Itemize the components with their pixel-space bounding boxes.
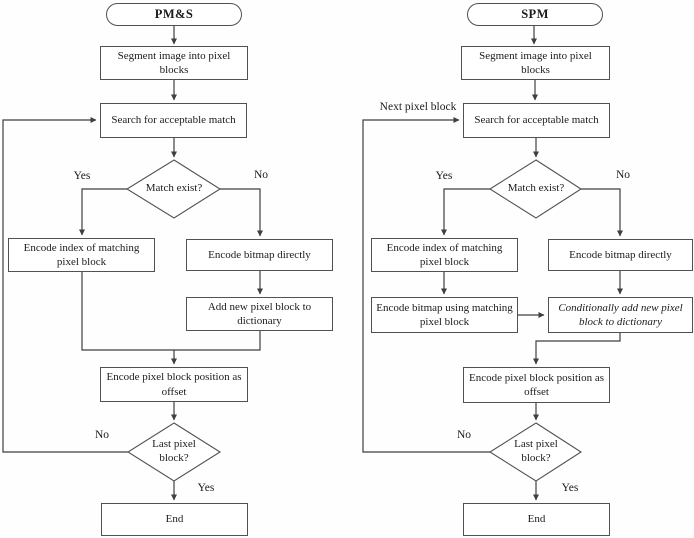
spm-last-block-diamond [488, 422, 583, 482]
pms-search-step: Search for acceptable match [100, 103, 247, 138]
pms-match-exist-diamond [125, 159, 222, 219]
spm-encode-bitmap-matching-step: Encode bitmap using matching pixel block [371, 297, 518, 333]
spm-no-branch [581, 188, 623, 237]
spm-start-terminator: SPM [467, 3, 603, 26]
spm-encode-position-step: Encode pixel block position as offset [463, 367, 610, 403]
pms-add-new-step: Add new pixel block to dictionary [186, 297, 333, 331]
pms-yes-label-match: Yes [73, 170, 91, 182]
pms-yes-branch [79, 188, 127, 236]
spm-yes-label-last: Yes [561, 482, 579, 494]
pms-segment-step: Segment image into pixel blocks [100, 46, 248, 80]
spm-no-label-last: No [456, 429, 472, 441]
spm-arrow-conditional-to-position [533, 333, 621, 365]
spm-conditionally-add-step: Conditionally add new pixel block to dic… [548, 297, 693, 333]
spm-end-terminator: End [463, 503, 610, 536]
pms-encode-position-step: Encode pixel block position as offset [100, 367, 248, 402]
pms-no-branch [220, 188, 263, 237]
spm-segment-step: Segment image into pixel blocks [461, 46, 610, 80]
pms-encode-index-step: Encode index of matching pixel block [8, 238, 155, 272]
pms-start-terminator: PM&S [106, 3, 242, 26]
pms-no-loopback [2, 117, 128, 453]
pms-yes-label-last: Yes [197, 482, 215, 494]
spm-no-loopback [362, 117, 490, 453]
spm-next-pixel-block-label: Next pixel block [379, 101, 457, 113]
spm-match-exist-diamond [488, 159, 583, 219]
spm-search-step: Search for acceptable match [463, 103, 610, 138]
pms-encode-bitmap-step: Encode bitmap directly [186, 239, 333, 271]
pms-no-label-match: No [253, 169, 269, 181]
spm-encode-bitmap-step: Encode bitmap directly [548, 239, 693, 271]
pms-no-label-last: No [94, 429, 110, 441]
pms-last-block-diamond [126, 422, 222, 482]
spm-no-label-match: No [615, 169, 631, 181]
pms-end-terminator: End [101, 503, 248, 536]
spm-yes-label-match: Yes [435, 170, 453, 182]
spm-yes-branch [441, 188, 490, 236]
spm-encode-index-step: Encode index of matching pixel block [371, 238, 518, 272]
pms-merge-line [81, 272, 261, 351]
